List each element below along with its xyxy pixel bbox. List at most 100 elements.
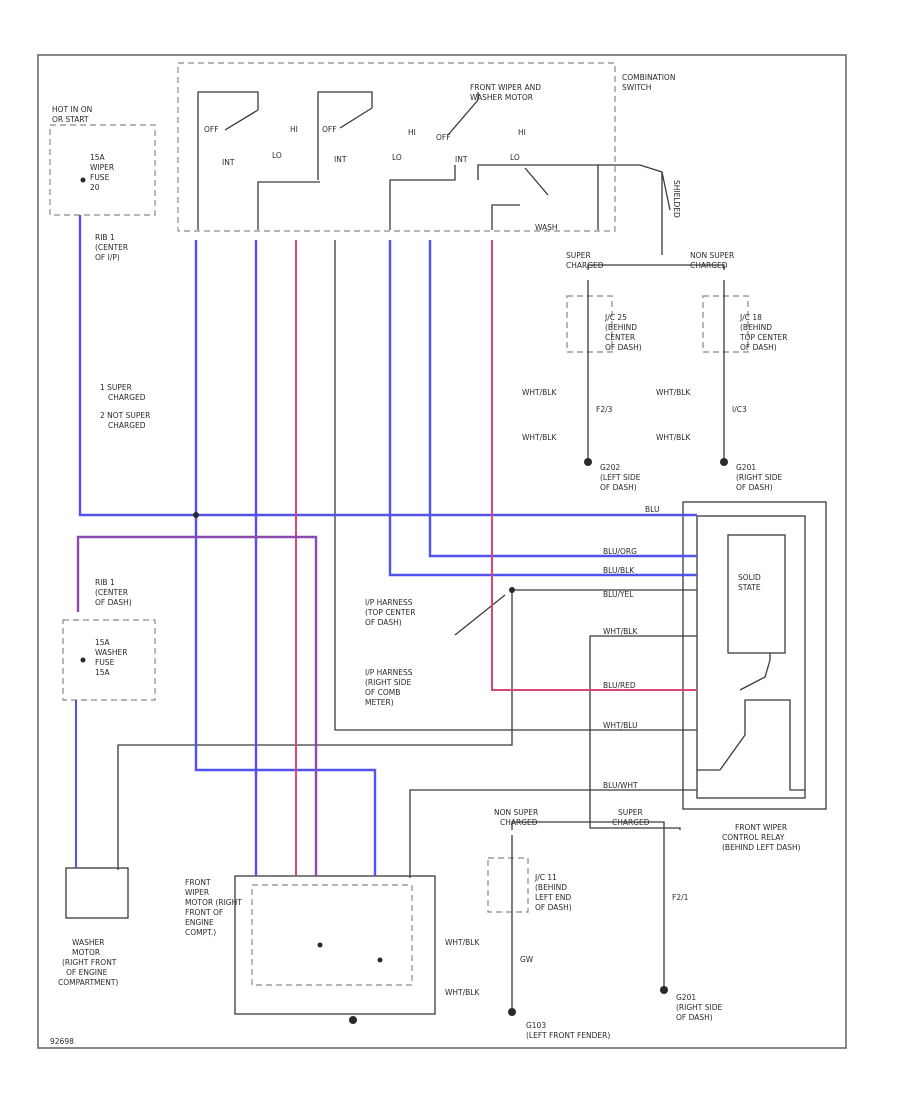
svg-text:FRONT: FRONT: [185, 878, 211, 887]
svg-text:RIB 1: RIB 1: [95, 233, 115, 242]
svg-text:SWITCH: SWITCH: [622, 83, 651, 92]
svg-text:(LEFT FRONT FENDER): (LEFT FRONT FENDER): [526, 1031, 610, 1040]
svg-text:CHARGED: CHARGED: [500, 818, 538, 827]
svg-text:I/P HARNESS: I/P HARNESS: [365, 598, 413, 607]
svg-text:WHT/BLU: WHT/BLU: [603, 721, 638, 730]
svg-text:HI: HI: [290, 125, 298, 134]
wiper-fuse-label: 15A WIPER FUSE 20: [90, 153, 114, 192]
svg-text:OF DASH): OF DASH): [736, 483, 773, 492]
shielded-label: SHIELDED: [672, 180, 681, 218]
svg-text:GW: GW: [520, 955, 534, 964]
svg-text:CONTROL RELAY: CONTROL RELAY: [722, 833, 785, 842]
svg-text:J/C 25: J/C 25: [604, 313, 627, 322]
wiper-relay-inner: [696, 515, 806, 799]
svg-text:OF I/P): OF I/P): [95, 253, 120, 262]
svg-text:WASH: WASH: [535, 223, 558, 232]
svg-text:OF ENGINE: OF ENGINE: [66, 968, 108, 977]
svg-text:(CENTER: (CENTER: [95, 588, 128, 597]
svg-text:OF DASH): OF DASH): [365, 618, 402, 627]
svg-text:NON SUPER: NON SUPER: [494, 808, 538, 817]
front-wiper-relay-label: FRONT WIPER CONTROL RELAY (BEHIND LEFT D…: [722, 823, 801, 852]
svg-text:1 SUPER: 1 SUPER: [100, 383, 132, 392]
motor-inner-dash: [251, 884, 413, 986]
jc18-label: J/C 18 (BEHIND TOP CENTER OF DASH): [739, 313, 788, 352]
svg-text:OF DASH): OF DASH): [95, 598, 132, 607]
svg-text:(BEHIND: (BEHIND: [740, 323, 772, 332]
svg-text:SUPER: SUPER: [618, 808, 643, 817]
svg-text:(LEFT SIDE: (LEFT SIDE: [600, 473, 641, 482]
svg-text:WHT/BLK: WHT/BLK: [445, 938, 480, 947]
svg-text:(TOP CENTER: (TOP CENTER: [365, 608, 415, 617]
washer-motor-box: [65, 867, 129, 919]
svg-text:INT: INT: [222, 158, 235, 167]
washer-fuse-label: 15A WASHER FUSE 15A: [95, 638, 128, 677]
svg-text:INT: INT: [455, 155, 468, 164]
rib1-ip-label: RIB 1 (CENTER OF I/P): [95, 233, 128, 262]
jc11-box: [487, 857, 529, 913]
svg-text:INT: INT: [334, 155, 347, 164]
svg-text:G103: G103: [526, 1021, 546, 1030]
svg-text:(RIGHT SIDE: (RIGHT SIDE: [676, 1003, 723, 1012]
svg-text:HI: HI: [518, 128, 526, 137]
svg-text:WIPER: WIPER: [185, 888, 209, 897]
svg-text:SUPER: SUPER: [566, 251, 591, 260]
figure-code: 92698: [50, 1037, 74, 1046]
g202-label: G202 (LEFT SIDE OF DASH): [600, 463, 641, 492]
svg-text:BLU/RED: BLU/RED: [603, 681, 636, 690]
svg-text:OR START: OR START: [52, 115, 89, 124]
svg-text:COMBINATION: COMBINATION: [622, 73, 675, 82]
colored-wires: [75, 215, 697, 876]
svg-text:BLU/BLK: BLU/BLK: [603, 566, 635, 575]
svg-text:STATE: STATE: [738, 583, 761, 592]
svg-text:OF DASH): OF DASH): [605, 343, 642, 352]
combination-switch-label: COMBINATION SWITCH: [622, 73, 675, 92]
svg-text:SOLID: SOLID: [738, 573, 761, 582]
solid-state-module: [727, 534, 786, 654]
svg-text:15A: 15A: [90, 153, 106, 162]
svg-text:WIPER: WIPER: [90, 163, 114, 172]
wiper-fuse-box: [49, 124, 156, 216]
switch-internals: [197, 91, 671, 255]
legend-label: 1 SUPER CHARGED 2 NOT SUPER CHARGED: [100, 383, 150, 430]
washer-motor-label: WASHER MOTOR (RIGHT FRONT OF ENGINE COMP…: [58, 938, 118, 987]
svg-text:WHT/BLK: WHT/BLK: [522, 433, 557, 442]
svg-text:BLU/WHT: BLU/WHT: [603, 781, 638, 790]
svg-text:15A: 15A: [95, 668, 111, 677]
svg-text:BLU: BLU: [645, 505, 659, 514]
svg-text:HOT IN ON: HOT IN ON: [52, 105, 92, 114]
svg-text:CHARGED: CHARGED: [612, 818, 650, 827]
jc18-box: [702, 295, 749, 353]
svg-text:LEFT END: LEFT END: [535, 893, 571, 902]
svg-text:OF DASH): OF DASH): [535, 903, 572, 912]
svg-text:CHARGED: CHARGED: [566, 261, 604, 270]
wiper-relay-outer: [682, 501, 827, 810]
solid-state-label: SOLID STATE: [738, 573, 761, 592]
svg-text:CENTER: CENTER: [605, 333, 635, 342]
svg-text:I/P HARNESS: I/P HARNESS: [365, 668, 413, 677]
svg-text:OFF: OFF: [204, 125, 219, 134]
connector-dots: [80, 177, 728, 1024]
svg-text:(BEHIND LEFT DASH): (BEHIND LEFT DASH): [722, 843, 801, 852]
svg-text:LO: LO: [392, 153, 402, 162]
front-wiper-motor-label: FRONT WIPER MOTOR (RIGHT FRONT OF ENGINE…: [185, 878, 242, 937]
svg-text:15A: 15A: [95, 638, 111, 647]
svg-text:CHARGED: CHARGED: [108, 393, 146, 402]
ground-wires: [117, 240, 805, 1015]
svg-text:WHT/BLK: WHT/BLK: [445, 988, 480, 997]
g201-top-label: G201 (RIGHT SIDE OF DASH): [736, 463, 783, 492]
ground-wire-labels: WHT/BLK WHT/BLK F2/3 I/C3 WHT/BLK WHT/BL…: [522, 388, 747, 442]
svg-text:(CENTER: (CENTER: [95, 243, 128, 252]
relay-wire-labels: BLU BLU/ORG BLU/BLK BLU/YEL WHT/BLK BLU/…: [603, 505, 659, 790]
svg-text:BLU/ORG: BLU/ORG: [603, 547, 637, 556]
bottom-ref-label: F2/1: [672, 893, 689, 902]
svg-text:COMPT.): COMPT.): [185, 928, 216, 937]
svg-text:OFF: OFF: [436, 133, 451, 142]
svg-text:CHARGED: CHARGED: [690, 261, 728, 270]
svg-text:WASHER: WASHER: [72, 938, 105, 947]
jc25-box: [566, 295, 613, 353]
svg-text:G201: G201: [676, 993, 696, 1002]
svg-text:WASHER MOTOR: WASHER MOTOR: [470, 93, 533, 102]
svg-text:OF DASH): OF DASH): [676, 1013, 713, 1022]
svg-text:WHT/BLK: WHT/BLK: [656, 388, 691, 397]
lower-charge-labels: NON SUPER CHARGED SUPER CHARGED: [494, 808, 650, 827]
